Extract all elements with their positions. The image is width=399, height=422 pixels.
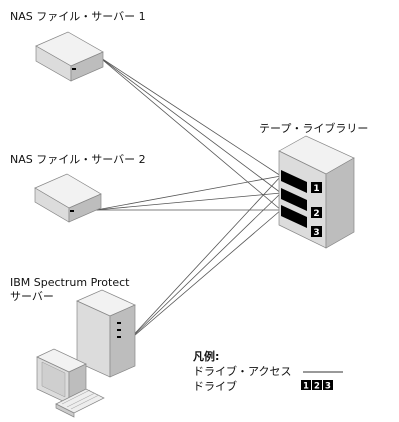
drive-slot-3 [281,205,307,228]
legend-drive-badge-2: 2 [312,380,322,392]
connection-nas2-drive-1 [95,175,282,211]
drive-badge-2: 2 [311,207,322,219]
ibm-server-computer [36,289,136,418]
drive-badge-3: 3 [311,226,322,238]
drive-slot-2 [281,188,307,211]
legend-drive-number-2: 2 [314,382,320,392]
drive-number-2: 2 [313,209,319,219]
connection-nas1-drive-3 [97,55,282,211]
tape-library: 1 2 3 [278,135,355,249]
connection-ibm-server-drive-3 [126,209,282,343]
drive-slot-1 [281,170,307,193]
legend-title: 凡例: [193,350,220,363]
tape-library-label: テープ・ライブラリー [259,122,369,135]
legend-drive-access-label: ドライブ・アクセス [193,365,292,378]
ibm-server-label-line2: サーバー [10,290,54,303]
legend-drive-number-3: 3 [325,382,331,392]
connection-nas2-drive-2 [95,192,282,211]
ibm-server-label-line1: IBM Spectrum Protect [10,276,130,289]
legend-drive-badge-1: 1 [301,380,311,392]
drive-badge-1: 1 [311,182,322,194]
nas1-label: NAS ファイル・サーバー 1 [10,10,146,23]
nas1-led [72,68,76,70]
connection-ibm-server-drive-2 [126,192,282,343]
drive-number-3: 3 [313,228,319,238]
legend-drive-label: ドライブ [193,380,237,393]
connection-nas1-drive-1 [97,55,282,177]
nas-server-2 [34,173,102,223]
connection-lines [95,55,282,343]
drive-number-1: 1 [313,184,319,194]
connection-nas1-drive-2 [97,55,282,194]
nas2-led [70,210,74,212]
legend-drive-badge-3: 3 [323,380,333,392]
connection-ibm-server-drive-1 [126,175,282,343]
nas-server-1 [35,31,104,82]
legend-drive-number-1: 1 [303,382,309,392]
nas2-label: NAS ファイル・サーバー 2 [10,153,146,166]
